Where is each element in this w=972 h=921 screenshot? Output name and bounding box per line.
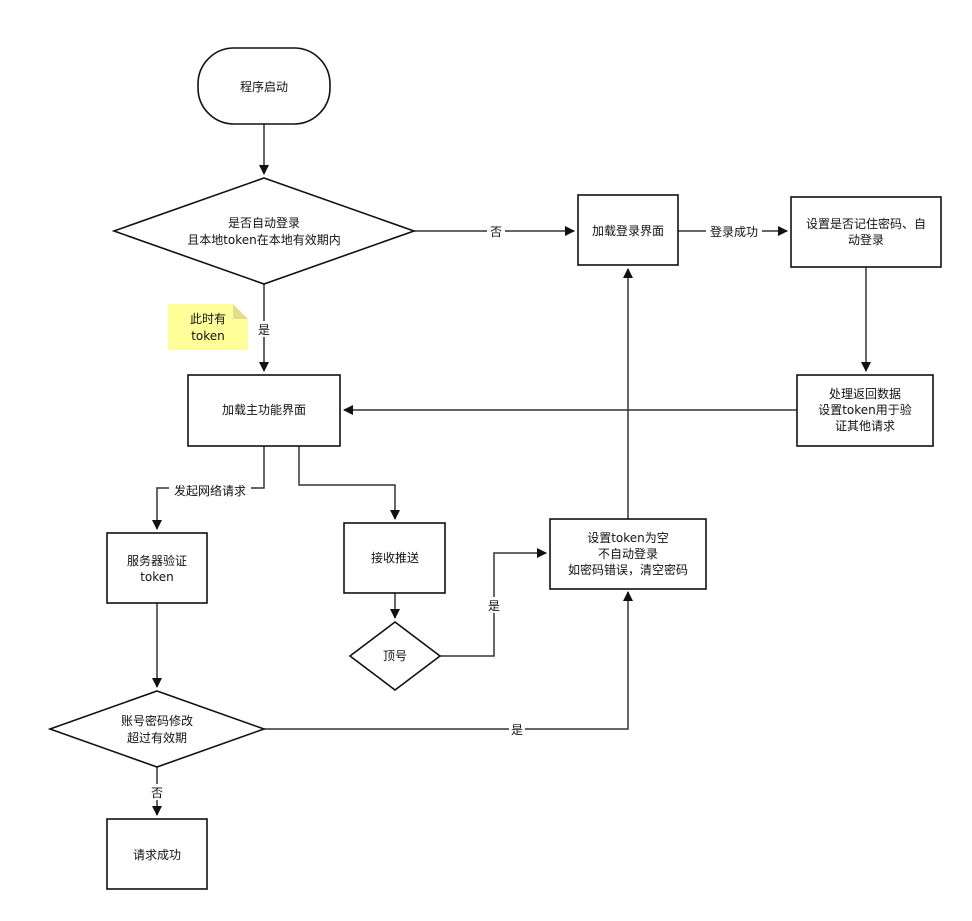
edge-main-to-push (298, 446, 400, 520)
node-start: 程序启动 (197, 47, 331, 125)
node-load-main-label: 加载主功能界面 (222, 403, 306, 417)
edge-label-changed-no: 否 (149, 784, 165, 800)
edge-label-changed-yes: 是 (509, 721, 525, 737)
edge-label-login-success: 登录成功 (706, 223, 762, 239)
node-process-data-line-3: 证其他请求 (835, 419, 895, 433)
node-request-ok: 请求成功 (106, 818, 208, 890)
node-set-remember: 设置是否记住密码、自 动登录 (790, 196, 942, 268)
edge-label-yes-text: 是 (258, 323, 270, 337)
edge-changed-to-empty (264, 591, 633, 730)
edge-label-send-request-text: 发起网络请求 (174, 483, 246, 498)
node-check-auto-line-1: 是否自动登录 (228, 215, 300, 230)
node-kicked: 顶号 (348, 620, 442, 692)
note-has-token: 此时有 token (168, 304, 248, 350)
edge-label-yes-to-main: 是 (256, 321, 272, 337)
node-pw-changed: 账号密码修改 超过有效期 (47, 690, 267, 768)
node-set-remember-line-1: 设置是否记住密码、自 (806, 216, 926, 231)
edge-label-no-text: 否 (490, 225, 502, 239)
node-receive-push: 接收推送 (343, 522, 446, 594)
node-set-token-empty-line-3: 如密码错误，清空密码 (568, 562, 688, 577)
node-load-login-label: 加载登录界面 (592, 223, 664, 238)
node-request-ok-label: 请求成功 (133, 848, 181, 862)
edge-label-kicked-yes: 是 (486, 597, 502, 613)
edge-label-login-success-text: 登录成功 (710, 224, 758, 239)
node-check-auto-login: 是否自动登录 且本地token在本地有效期内 (111, 177, 417, 285)
edge-label-no-to-login: 否 (487, 223, 505, 239)
node-start-label: 程序启动 (240, 79, 288, 94)
node-server-verify-line-1: 服务器验证 (127, 553, 187, 568)
node-server-verify-line-2: token (140, 570, 174, 584)
node-set-token-empty: 设置token为空 不自动登录 如密码错误，清空密码 (549, 518, 707, 590)
edge-label-changed-yes-text: 是 (511, 723, 523, 737)
edge-label-send-request: 发起网络请求 (169, 482, 251, 498)
node-load-login: 加载登录界面 (577, 194, 679, 266)
edge-label-changed-no-text: 否 (151, 786, 163, 800)
node-kicked-label: 顶号 (383, 649, 407, 663)
node-pw-changed-line-2: 超过有效期 (127, 730, 187, 745)
note-line-1: 此时有 (190, 312, 226, 326)
node-process-data-line-2: 设置token用于验 (818, 402, 912, 417)
node-check-auto-line-2: 且本地token在本地有效期内 (187, 232, 341, 247)
node-receive-push-label: 接收推送 (371, 550, 419, 565)
edge-label-kicked-yes-text: 是 (488, 599, 500, 613)
note-line-2: token (191, 329, 225, 343)
node-set-token-empty-line-1: 设置token为空 (587, 531, 669, 545)
node-set-remember-line-2: 动登录 (848, 232, 884, 247)
node-server-verify: 服务器验证 token (106, 532, 208, 604)
node-set-token-empty-line-2: 不自动登录 (598, 546, 658, 561)
node-pw-changed-line-1: 账号密码修改 (121, 713, 193, 728)
node-process-data-line-1: 处理返回数据 (829, 386, 901, 401)
node-load-main: 加载主功能界面 (187, 374, 341, 447)
node-process-data: 处理返回数据 设置token用于验 证其他请求 (796, 374, 934, 447)
